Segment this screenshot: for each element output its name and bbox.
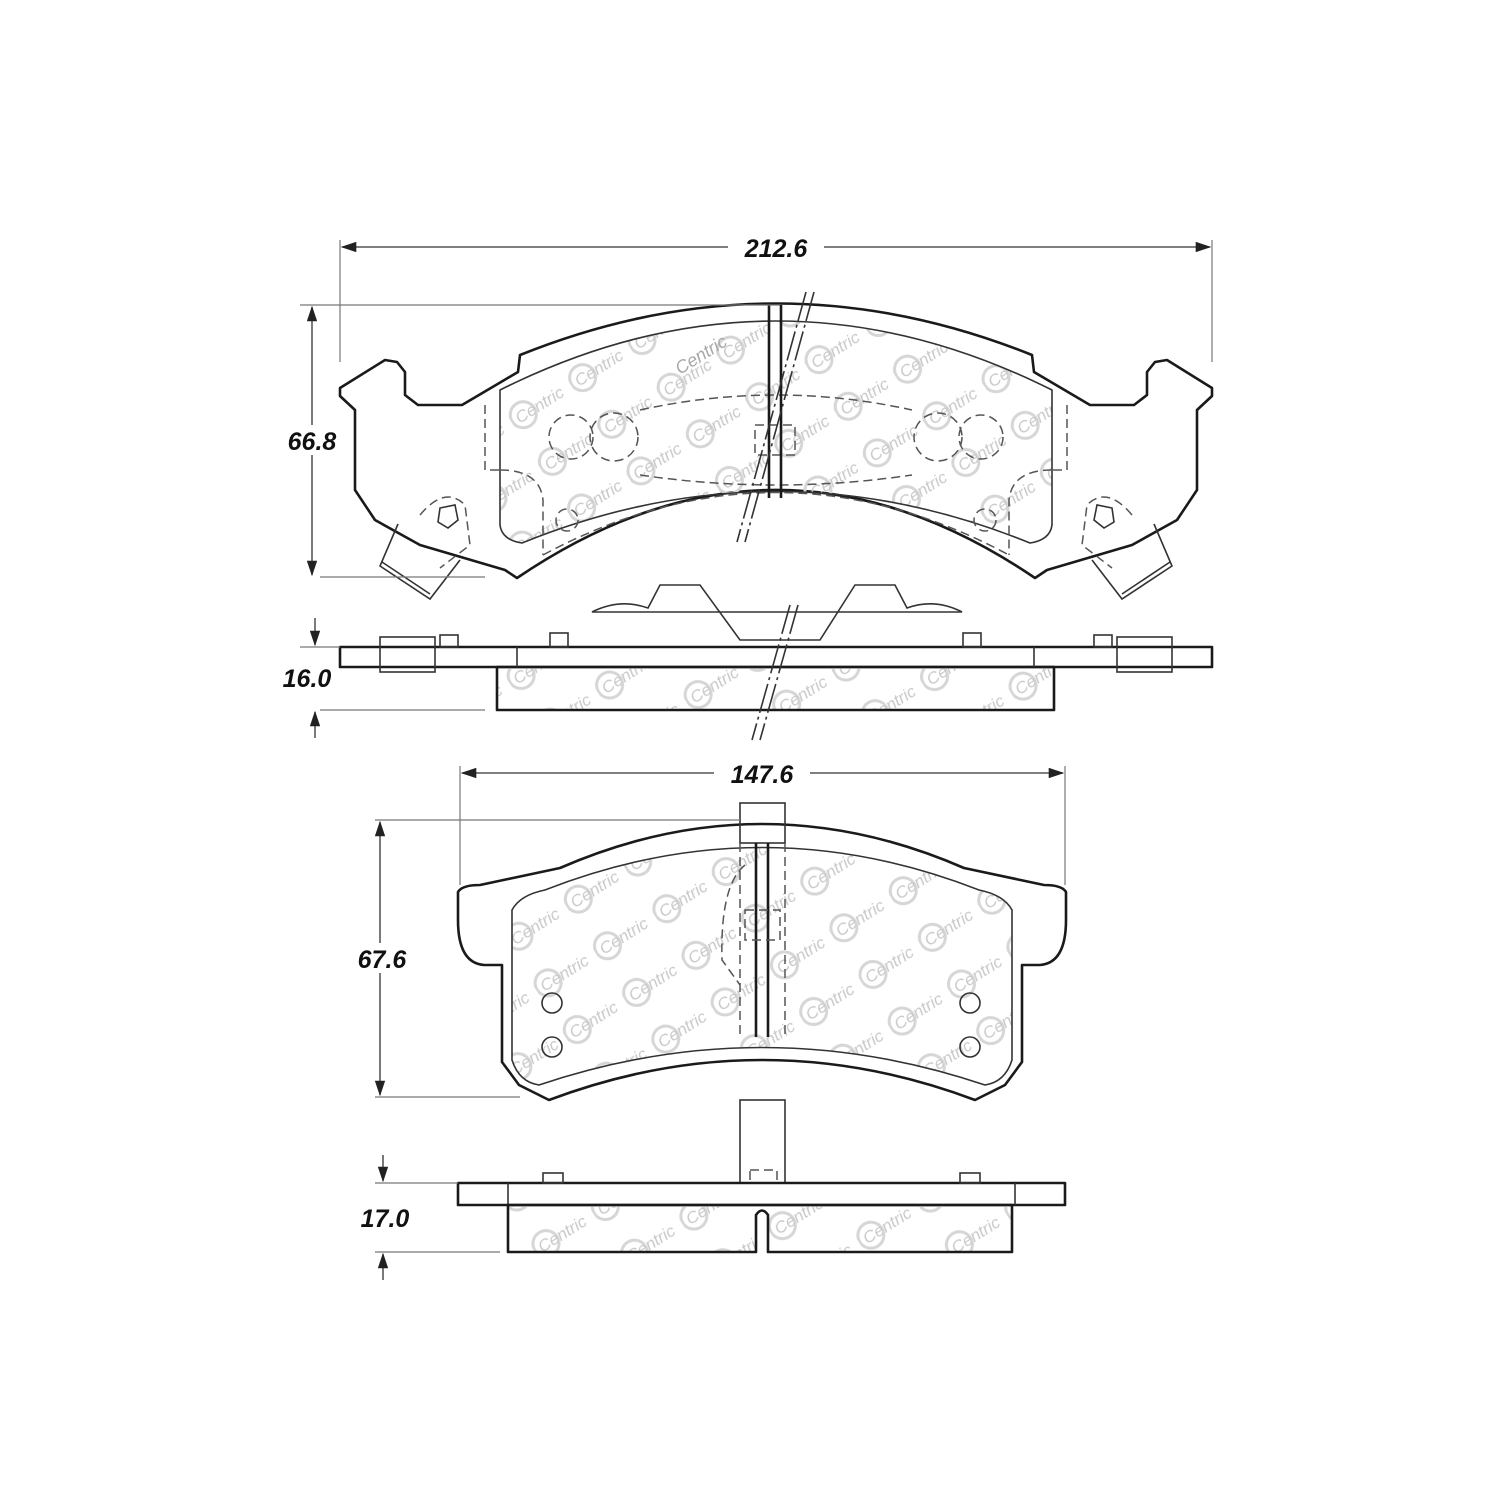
backing-plate-outline <box>338 302 1214 580</box>
wear-sensor-right <box>1081 496 1173 601</box>
dim-bottom-width: 147.6 <box>731 761 795 789</box>
outer-pad-front-view: Centric <box>338 291 1214 601</box>
dim-top-height: 66.8 <box>288 428 337 456</box>
inner-pad-front-view <box>456 802 1068 1102</box>
backing-plate-outline-2 <box>456 822 1068 1102</box>
anti-rattle-clip <box>591 584 963 641</box>
dim-top-width: 212.6 <box>744 235 809 263</box>
wear-sensor-left <box>379 496 471 601</box>
break-lines <box>736 291 815 543</box>
dim-bottom-thickness: 17.0 <box>361 1205 410 1233</box>
dim-bottom-height: 67.6 <box>358 946 408 974</box>
dimension-lines <box>300 240 1213 1280</box>
inner-pad-side-view <box>456 1099 1067 1254</box>
friction-material-2 <box>511 846 1013 1086</box>
dim-top-thickness: 16.0 <box>283 665 332 693</box>
outer-pad-side-view <box>338 584 1214 741</box>
